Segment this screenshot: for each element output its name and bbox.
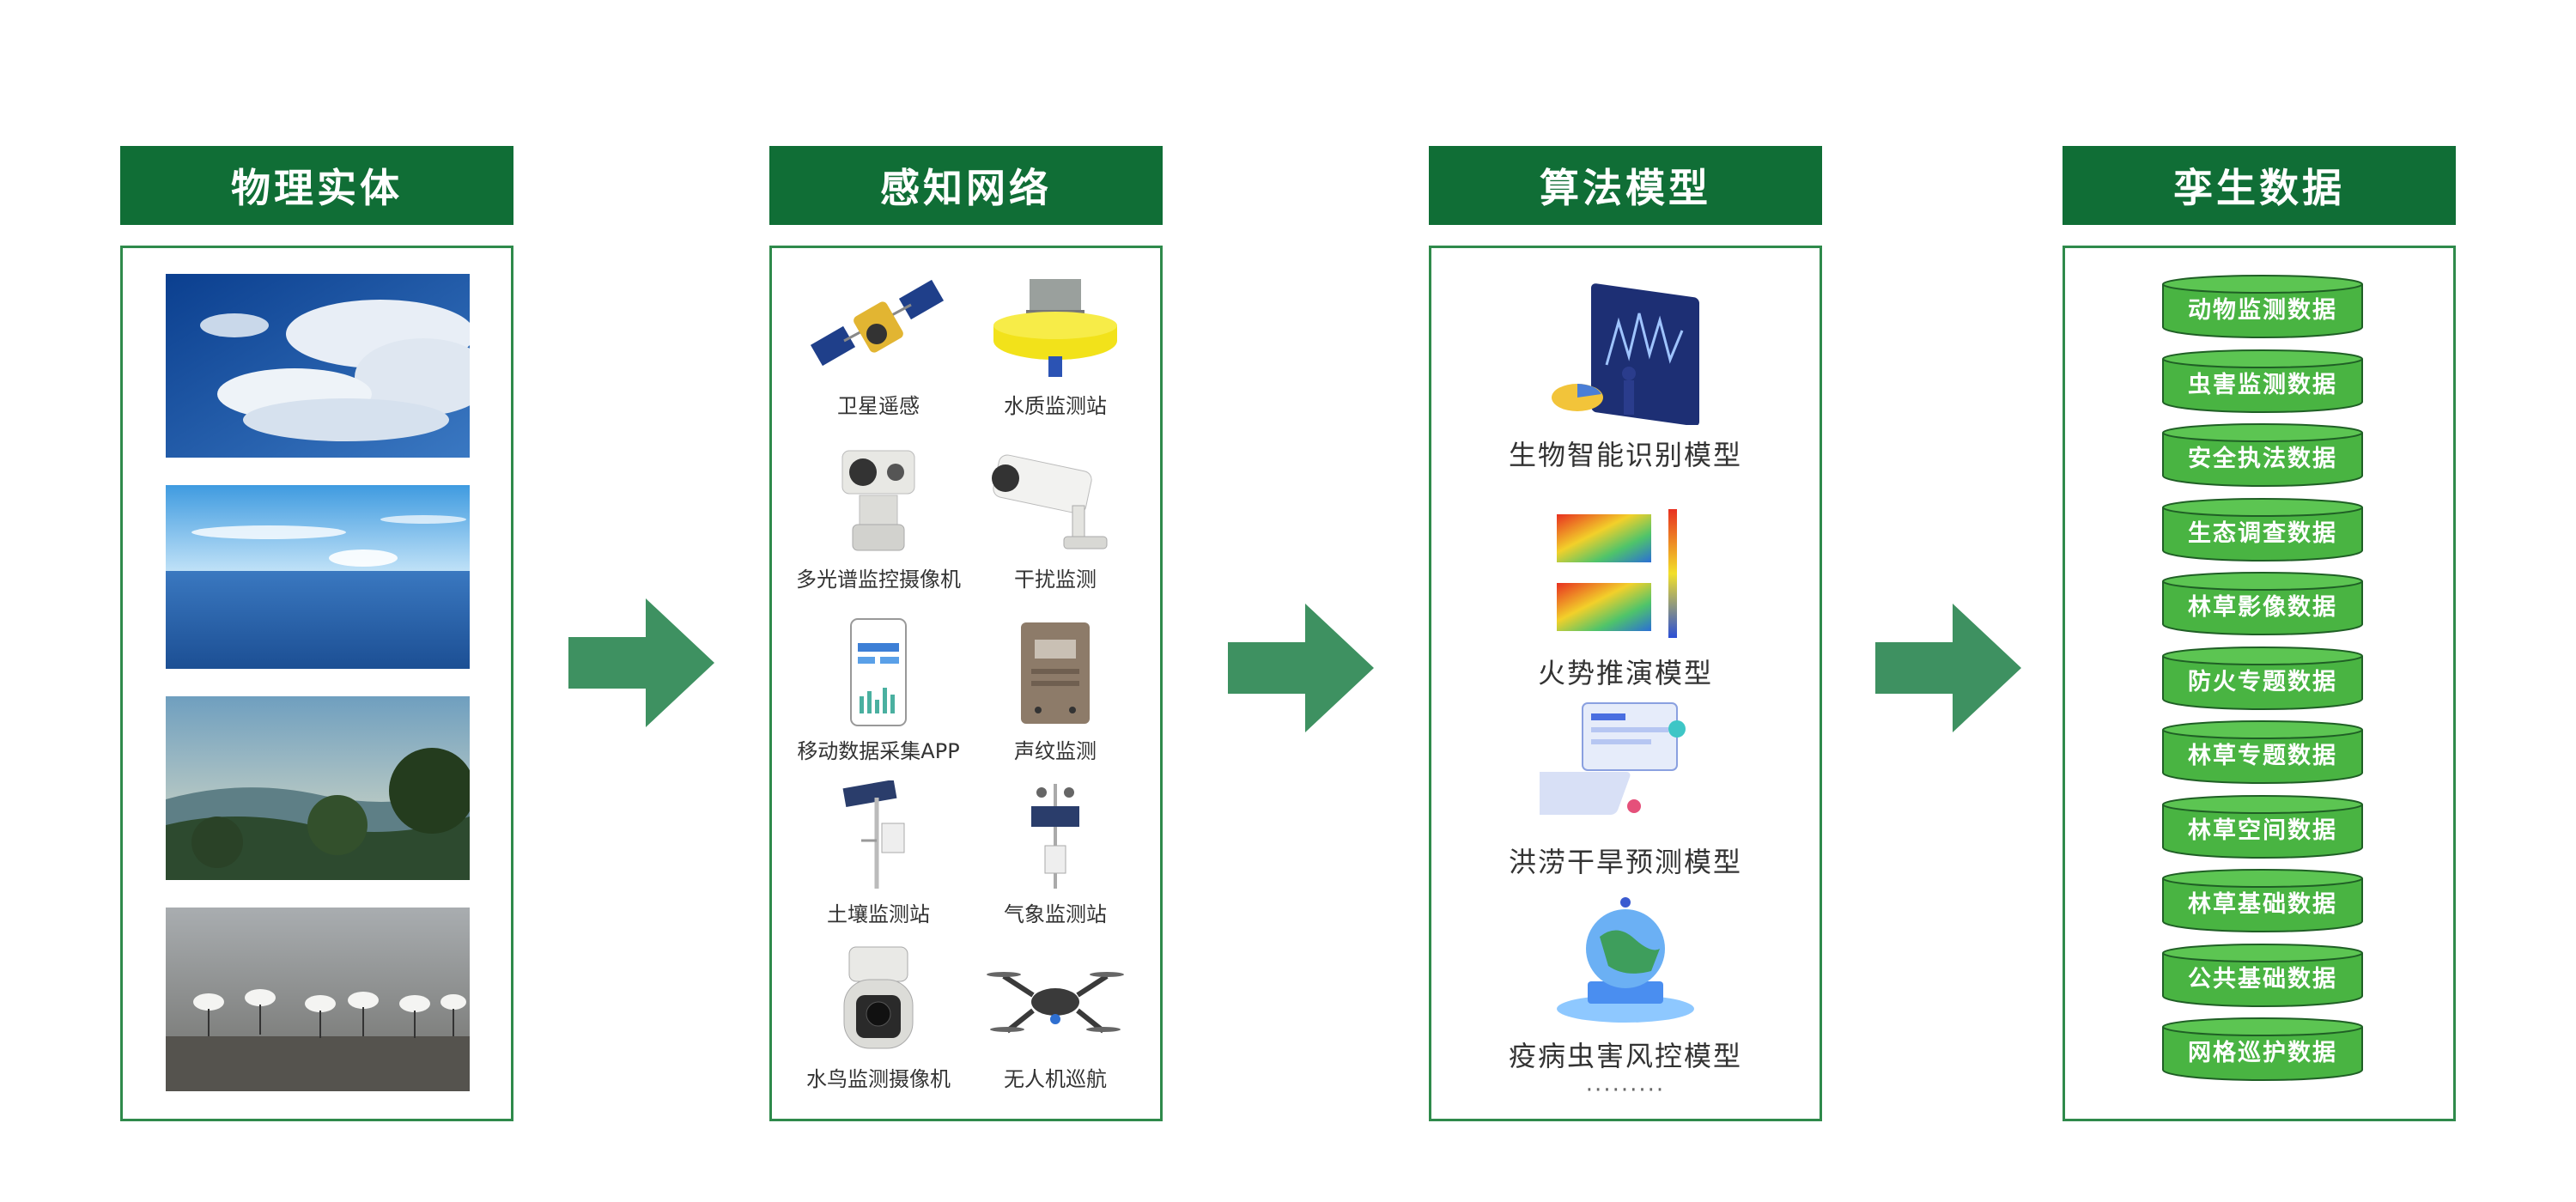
- dashboard-illustration-icon: [1540, 695, 1711, 832]
- model-label: 生物智能识别模型: [1508, 439, 1742, 471]
- twin-data-label: 林草基础数据: [2188, 891, 2337, 918]
- bullet-camera-icon: [987, 446, 1124, 557]
- twin-data-label: 安全执法数据: [2188, 446, 2337, 472]
- ocean-horizon-image: [166, 485, 470, 669]
- twin-data-label: 林草影像数据: [2188, 594, 2337, 621]
- twin-data-label: 林草专题数据: [2188, 743, 2337, 769]
- more-models-ellipsis: ·········: [1585, 1078, 1666, 1103]
- twin-data-item: 生态调查数据: [2161, 497, 2364, 562]
- device-label: 卫星遥感: [837, 394, 920, 418]
- twin-data-item: 安全执法数据: [2161, 422, 2364, 488]
- device-waterbird-camera: 水鸟监测摄像机: [793, 945, 964, 1092]
- model-label: 疫病虫害风控模型: [1508, 1040, 1742, 1072]
- twin-data-item: 公共基础数据: [2161, 943, 2364, 1008]
- soil-station-icon: [810, 780, 947, 892]
- analytics-screen-icon: [1540, 270, 1711, 425]
- twin-data-label: 公共基础数据: [2188, 965, 2337, 993]
- device-label: 气象监测站: [1004, 902, 1107, 926]
- wading-birds-image: [166, 908, 470, 1091]
- column-title-twin-data: 孪生数据: [2063, 146, 2456, 225]
- model-fire-spread: 火势推演模型: [1431, 506, 1820, 691]
- flow-arrow-3: [1875, 604, 2021, 732]
- heatmap-icon: [1540, 506, 1711, 643]
- cylinder-icon: [2162, 720, 2363, 784]
- cylinder-icon: [2162, 1017, 2363, 1081]
- twin-data-item: 林草影像数据: [2161, 571, 2364, 636]
- physical-entity-panel: [120, 246, 513, 1121]
- weather-station-icon: [987, 780, 1124, 892]
- device-label: 土壤监测站: [827, 902, 930, 926]
- twin-data-item: 林草基础数据: [2161, 868, 2364, 933]
- device-drone: 无人机巡航: [969, 945, 1141, 1092]
- twin-data-item: 防火专题数据: [2161, 646, 2364, 711]
- dome-camera-icon: [810, 945, 947, 1057]
- device-label: 无人机巡航: [1004, 1067, 1107, 1091]
- twin-data-label: 林草空间数据: [2188, 817, 2337, 844]
- device-soil-station: 土壤监测站: [793, 780, 964, 927]
- device-label: 干扰监测: [1014, 568, 1097, 592]
- twin-data-panel: 动物监测数据虫害监测数据安全执法数据生态调查数据林草影像数据防火专题数据林草专题…: [2063, 246, 2456, 1121]
- twin-data-item: 林草空间数据: [2161, 794, 2364, 859]
- model-flood-drought: 洪涝干旱预测模型: [1431, 695, 1820, 880]
- twin-data-label: 网格巡护数据: [2188, 1040, 2337, 1066]
- device-label: 移动数据采集APP: [797, 739, 960, 763]
- forest-hills-image: [166, 696, 470, 880]
- twin-data-label: 防火专题数据: [2188, 668, 2337, 695]
- twin-data-item: 林草专题数据: [2161, 719, 2364, 785]
- flow-arrow-2: [1228, 604, 1374, 732]
- twin-data-item: 动物监测数据: [2161, 274, 2364, 339]
- ptz-camera-icon: [810, 446, 947, 557]
- device-interference-camera: 干扰监测: [969, 446, 1141, 592]
- device-multispectral-camera: 多光谱监控摄像机: [793, 446, 964, 592]
- twin-data-label: 生态调查数据: [2188, 519, 2337, 547]
- sky-clouds-image: [166, 274, 470, 458]
- cylinder-icon: [2162, 349, 2363, 413]
- perception-network-panel: 卫星遥感 水质监测站 多光谱监控摄像机: [769, 246, 1163, 1121]
- flow-arrow-1: [568, 598, 714, 727]
- cylinder-icon: [2162, 423, 2363, 487]
- device-weather-station: 气象监测站: [969, 780, 1141, 927]
- device-acoustic-monitor: 声纹监测: [969, 617, 1141, 764]
- phone-app-icon: [810, 617, 947, 729]
- cylinder-icon: [2162, 794, 2363, 859]
- device-water-quality-station: 水质监测站: [969, 272, 1141, 419]
- acoustic-device-icon: [987, 617, 1124, 729]
- cylinder-icon: [2162, 869, 2363, 932]
- device-satellite: 卫星遥感: [793, 272, 964, 419]
- device-label: 多光谱监控摄像机: [796, 568, 961, 592]
- model-label: 火势推演模型: [1537, 657, 1713, 689]
- cylinder-icon: [2162, 275, 2363, 338]
- algorithm-model-panel: 生物智能识别模型 火势推演模型: [1429, 246, 1822, 1121]
- twin-data-label: 虫害监测数据: [2188, 371, 2337, 398]
- cylinder-icon: [2162, 572, 2363, 635]
- cylinder-icon: [2162, 646, 2363, 710]
- cylinder-icon: [2162, 943, 2363, 1007]
- model-bio-recognition: 生物智能识别模型: [1431, 270, 1820, 473]
- device-label: 水鸟监测摄像机: [806, 1067, 951, 1091]
- device-label: 水质监测站: [1004, 394, 1107, 418]
- water-buoy-icon: [987, 272, 1124, 384]
- twin-data-item: 网格巡护数据: [2161, 1017, 2364, 1082]
- satellite-icon: [810, 272, 947, 384]
- drone-icon: [987, 945, 1124, 1057]
- column-title-algorithm-model: 算法模型: [1429, 146, 1822, 225]
- device-label: 声纹监测: [1014, 739, 1097, 763]
- model-pest-risk: 疫病虫害风控模型: [1431, 889, 1820, 1074]
- twin-data-label: 动物监测数据: [2188, 297, 2337, 324]
- cylinder-icon: [2162, 497, 2363, 562]
- globe-phone-icon: [1540, 889, 1711, 1026]
- twin-data-item: 虫害监测数据: [2161, 349, 2364, 414]
- column-title-perception-network: 感知网络: [769, 146, 1163, 225]
- device-mobile-app: 移动数据采集APP: [793, 617, 964, 764]
- model-label: 洪涝干旱预测模型: [1508, 846, 1742, 878]
- column-title-physical-entity: 物理实体: [120, 146, 513, 225]
